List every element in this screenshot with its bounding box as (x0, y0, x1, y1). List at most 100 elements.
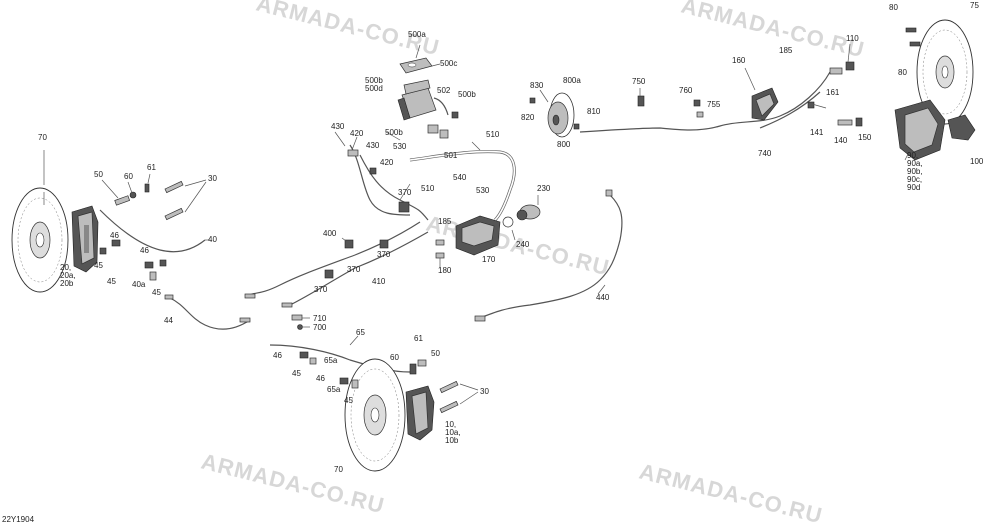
part-label: 370 (314, 285, 328, 294)
part-labels: 70 50 60 61 30 40 46 46 45 40a 45 45 20,… (38, 1, 984, 474)
abs-module-170 (435, 215, 501, 268)
part-label: 430 (366, 141, 380, 150)
part-label: 150 (858, 133, 872, 142)
hose-bracket-front-left (99, 239, 167, 281)
part-label: 510 (486, 130, 500, 139)
part-label: 510 (421, 184, 435, 193)
front-right-caliper (405, 385, 435, 441)
part-label: 20, (60, 263, 71, 272)
part-label: 750 (632, 77, 646, 86)
part-label: 830 (530, 81, 544, 90)
front-left-brake-assembly (11, 150, 251, 330)
watermarks: ARMADA-CO.RU ARMADA-CO.RU ARMADA-CO.RU A… (199, 0, 867, 525)
part-label: 440 (596, 293, 610, 302)
part-label: 420 (380, 158, 394, 167)
brake-line-440 (479, 194, 623, 319)
part-label: 500a (408, 30, 426, 39)
diagram-code: 22Y1904 (2, 515, 35, 524)
part-label: 45 (107, 277, 116, 286)
central-brake-lines (244, 144, 516, 308)
booster-230 (502, 195, 541, 241)
part-label: 46 (110, 231, 119, 240)
part-label: 400 (323, 229, 337, 238)
part-label: 80 (898, 68, 907, 77)
part-label: 45 (344, 396, 353, 405)
part-label: 410 (372, 277, 386, 286)
part-label: 800a (563, 76, 581, 85)
fittings-front-left (101, 173, 151, 206)
part-label: 230 (537, 184, 551, 193)
part-label: 740 (758, 149, 772, 158)
rear-right-brake-disc (905, 19, 974, 125)
front-left-brake-disc (11, 187, 69, 293)
part-label: 20a, (60, 271, 76, 280)
part-label: 141 (810, 128, 824, 137)
part-label: 820 (521, 113, 535, 122)
part-label: 370 (347, 265, 361, 274)
bracket-160 (751, 87, 779, 121)
part-label: 65 (356, 328, 365, 337)
part-label: 80 (889, 3, 898, 12)
part-label: 90c, (907, 175, 922, 184)
part-label: 30 (480, 387, 489, 396)
brake-hose-40 (99, 209, 206, 253)
part-label: 90d (907, 183, 920, 192)
part-label: 30 (208, 174, 217, 183)
part-label: 90b, (907, 167, 923, 176)
part-label: 46 (140, 246, 149, 255)
part-label: 90, (907, 151, 918, 160)
part-label: 140 (834, 136, 848, 145)
leader-lines (334, 43, 911, 346)
part-label: 10, (445, 420, 456, 429)
fittings-front-right (299, 351, 479, 414)
part-label: 530 (393, 142, 407, 151)
part-label: 45 (292, 369, 301, 378)
part-label: 240 (516, 240, 530, 249)
part-label: 161 (826, 88, 840, 97)
part-label: 65a (324, 356, 338, 365)
part-label: 50 (94, 170, 103, 179)
part-label: 700 (313, 323, 327, 332)
part-label: 710 (313, 314, 327, 323)
part-label: 45 (94, 261, 103, 270)
brake-line-740 (579, 71, 831, 133)
part-label: 70 (38, 133, 47, 142)
front-right-brake-disc (344, 358, 406, 472)
part-label: 20b (60, 279, 74, 288)
part-label: 500c (440, 59, 457, 68)
part-label: 530 (476, 186, 490, 195)
part-label: 65a (327, 385, 341, 394)
part-label: 44 (164, 316, 173, 325)
part-label: 50 (431, 349, 440, 358)
part-label: 10a, (445, 428, 461, 437)
part-label: 60 (124, 172, 133, 181)
part-label: 70 (334, 465, 343, 474)
part-label: 800 (557, 140, 571, 149)
part-label: 500b (365, 76, 383, 85)
part-label: 500d (365, 84, 383, 93)
part-label: 540 (453, 173, 467, 182)
part-label: 370 (377, 250, 391, 259)
brake-line-44 (169, 297, 251, 330)
part-label: 501 (444, 151, 458, 160)
part-label: 61 (147, 163, 156, 172)
part-label: 760 (679, 86, 693, 95)
bolts-30-front-left (164, 179, 207, 221)
front-left-caliper (71, 205, 99, 273)
part-label: 170 (482, 255, 496, 264)
part-label: 185 (438, 217, 452, 226)
part-label: 160 (732, 56, 746, 65)
part-label: 110 (846, 34, 859, 43)
part-label: 180 (438, 266, 452, 275)
part-label: 61 (414, 334, 423, 343)
parking-brake-disc-800 (529, 92, 580, 138)
part-label: 502 (437, 86, 451, 95)
part-label: 430 (331, 122, 345, 131)
watermark: ARMADA-CO.RU (679, 0, 867, 62)
part-label: 810 (587, 107, 601, 116)
part-label: 185 (779, 46, 793, 55)
part-label: 370 (398, 188, 412, 197)
part-label: 500b (458, 90, 476, 99)
part-label: 40a (132, 280, 146, 289)
part-label: 100 (970, 157, 984, 166)
